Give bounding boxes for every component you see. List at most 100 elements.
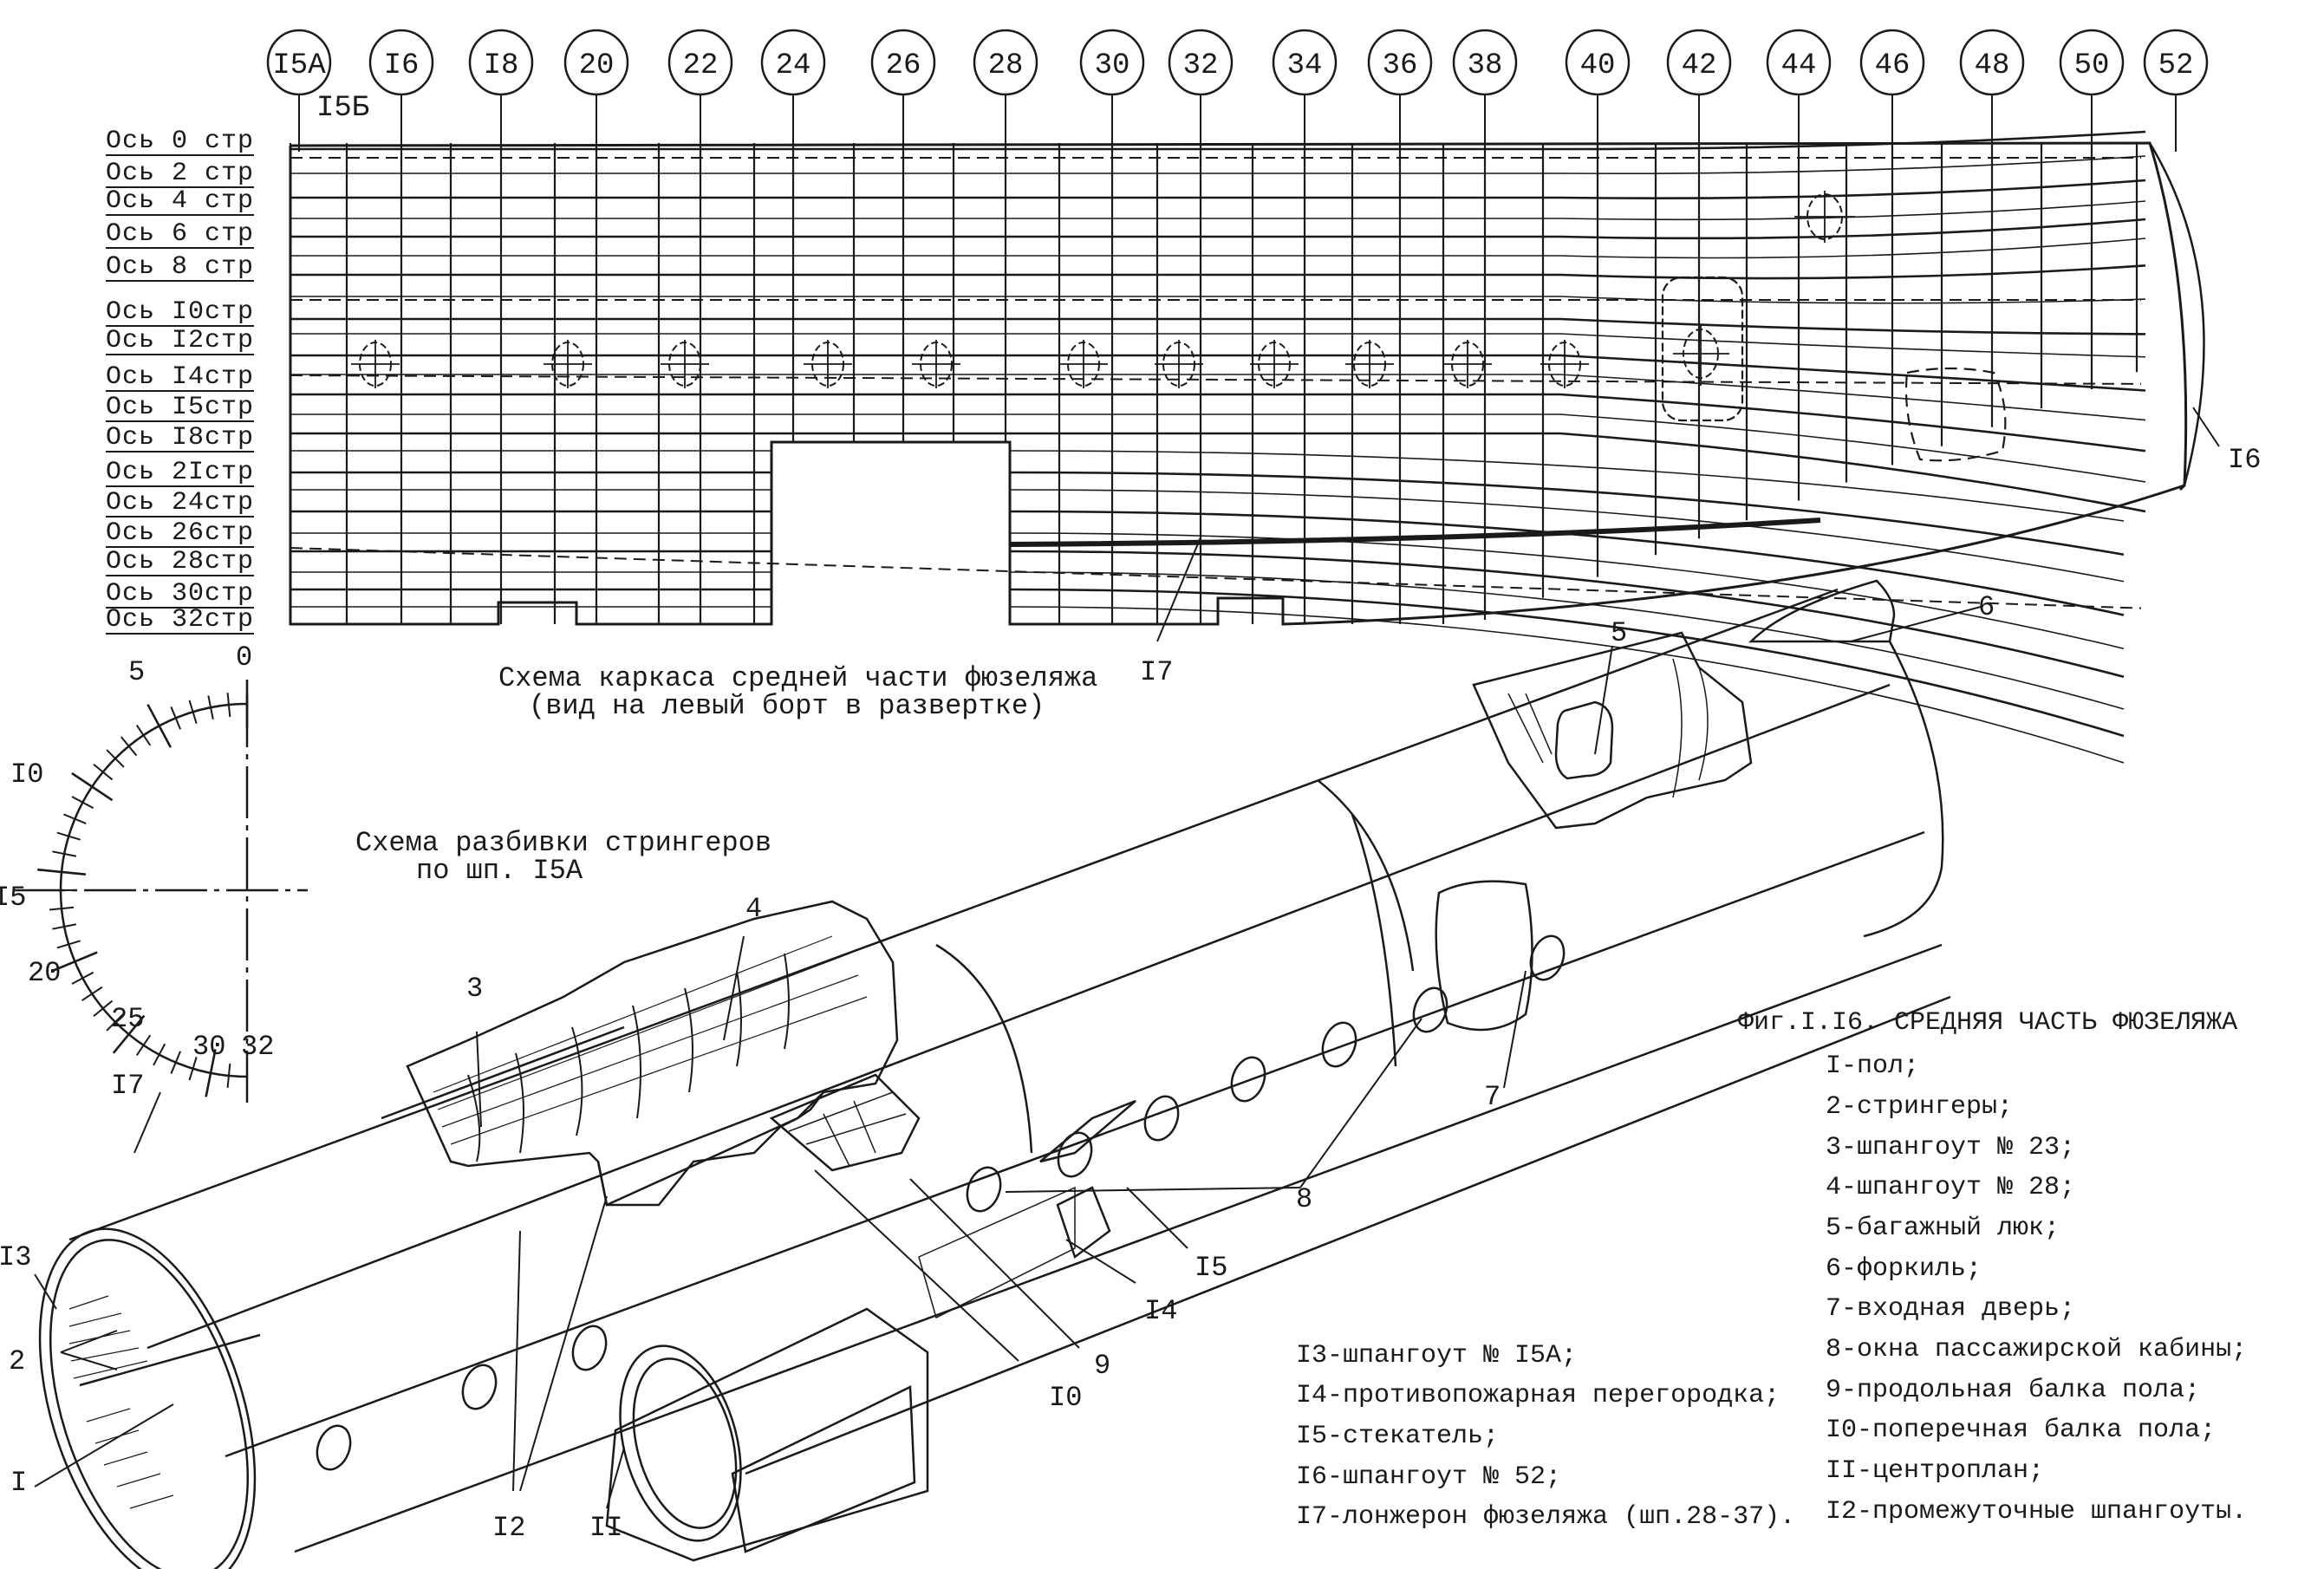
frame-number: 36	[1383, 49, 1418, 82]
stringer-line	[290, 218, 2146, 240]
stringer-line	[290, 588, 2125, 738]
scheme-callout-17: I7	[111, 1070, 145, 1102]
frame-marker: 28	[973, 29, 1038, 152]
stringer-axis-label: Ось 26стр	[106, 518, 255, 548]
scheme-tick-32: 32	[241, 1031, 275, 1063]
legend-item: 2-стрингеры;	[1826, 1092, 2014, 1122]
window-marker	[1443, 340, 1492, 388]
stringer-axis-label: Ось 28стр	[106, 547, 255, 576]
scheme-tick	[146, 704, 172, 748]
frame-marker: 38	[1452, 29, 1518, 152]
scheme-tick	[207, 695, 214, 720]
stringer-line	[290, 155, 2146, 175]
frame-marker: 42	[1666, 29, 1732, 152]
legend-item: I0-поперечная балка пола;	[1826, 1416, 2217, 1445]
frame-marker: I6	[368, 29, 434, 152]
frame-marker: 30	[1079, 29, 1145, 152]
window-marker	[544, 340, 592, 388]
scheme-tick	[120, 736, 138, 757]
callout-14: I4	[1144, 1295, 1178, 1327]
frame-number: I6	[384, 49, 420, 82]
frame-marker: 40	[1565, 29, 1631, 152]
stringer-axis-label: Ось 4 стр	[106, 186, 255, 216]
frame-ring-2	[1317, 779, 1415, 972]
skeleton-caption-line2: (вид на левый борт в развертке)	[529, 690, 1045, 722]
upper-window-marker	[1794, 191, 1855, 243]
stringer-line	[290, 450, 2125, 522]
stringer-line	[290, 510, 2125, 616]
callout-8: 8	[1296, 1183, 1313, 1215]
stringer-axis-label: Ось 6 стр	[106, 219, 255, 249]
center-wing-end	[619, 1344, 742, 1542]
legend-item: I2-промежуточные шпангоуты.	[1826, 1497, 2248, 1527]
stringer-axis-label: Ось 0 стр	[106, 127, 255, 156]
fuselage-spar	[1009, 518, 1821, 547]
leader-lines	[34, 407, 2220, 1509]
legend-item: I-пол;	[1826, 1051, 1920, 1081]
frame-number: I5A	[272, 49, 326, 82]
frame-number: 42	[1682, 49, 1717, 82]
legend-item: 4-шпангоут № 28;	[1826, 1173, 2076, 1202]
frame-marker: I8	[468, 29, 534, 152]
baggage-hatch-outline	[1904, 367, 2007, 462]
stringer-line	[290, 471, 2125, 557]
scheme-tick	[63, 813, 87, 825]
stringer-axis-label: Ось 30стр	[106, 579, 255, 609]
scheme-tick-20: 20	[28, 957, 62, 989]
rear-frames	[1507, 658, 1709, 798]
scheme-tick-15: I5	[0, 882, 27, 914]
callout-6: 6	[1978, 591, 1995, 623]
firewall	[1056, 1186, 1111, 1260]
entry-door	[1435, 880, 1533, 1032]
skeleton-outline-bottom	[289, 146, 2185, 626]
window-marker	[1250, 340, 1299, 388]
frame-marker: 34	[1272, 29, 1338, 152]
frame-number: 44	[1781, 49, 1817, 82]
stringer-axis-label: Ось 32стр	[106, 605, 255, 635]
stringer-line	[290, 489, 2125, 583]
scheme-tick	[153, 1043, 166, 1066]
scheme-tick	[52, 923, 77, 930]
scheme-tick	[112, 1014, 146, 1054]
frame-ring-1	[935, 943, 1033, 1154]
scheme-tick-5: 5	[128, 656, 146, 688]
skeleton-caption-line1: Схема каркаса средней части фюзеляжа	[498, 662, 1098, 694]
scheme-tick	[71, 771, 114, 802]
stringer-scheme	[13, 680, 308, 1103]
frame-number: 50	[2074, 49, 2110, 82]
legend-item: 9-продольная балка пола;	[1826, 1376, 2201, 1405]
stringer-axis-label: Ось I0стр	[106, 297, 255, 327]
scheme-tick	[226, 1063, 231, 1088]
legend-item: 5-багажный люк;	[1826, 1214, 2060, 1243]
fuselage-bottom-line	[745, 995, 1951, 1475]
legend-item: 7-входная дверь;	[1826, 1294, 2076, 1324]
callout-7: 7	[1484, 1081, 1501, 1113]
stringer-line	[290, 393, 2146, 452]
figure-title: Фиг.I.I6. СРЕДНЯЯ ЧАСТЬ ФЮЗЕЛЯЖА	[1738, 1008, 2238, 1038]
frame-number: 32	[1183, 49, 1219, 82]
stringer-line	[290, 238, 2146, 259]
scheme-tick	[106, 1012, 125, 1032]
callout-11: II	[589, 1512, 623, 1544]
callout-4: 4	[745, 893, 763, 925]
skeleton-grid	[289, 130, 2205, 764]
scheme-tick	[135, 725, 152, 746]
window-marker	[912, 340, 960, 388]
frame-marker: 50	[2059, 29, 2125, 152]
stringer-axis-label: Ось I5стр	[106, 393, 255, 422]
frame-marker: 26	[870, 29, 936, 152]
legend-item: II-центроплан;	[1826, 1456, 2045, 1486]
frame-number: 48	[1975, 49, 2010, 82]
center-wing-end-inner	[632, 1357, 738, 1529]
entry-door-outline	[1661, 276, 1744, 422]
cutaway-frames	[467, 953, 790, 1162]
window-marker	[351, 340, 400, 388]
stringer-hatching	[68, 1295, 174, 1509]
fuselage-lower-line	[294, 943, 1943, 1553]
callout-9: 9	[1094, 1350, 1111, 1382]
frame-number: 40	[1580, 49, 1616, 82]
stringer-dashed-line	[290, 547, 2142, 609]
callout-16: I6	[2228, 444, 2262, 476]
scheme-tick-30: 30	[192, 1031, 226, 1063]
